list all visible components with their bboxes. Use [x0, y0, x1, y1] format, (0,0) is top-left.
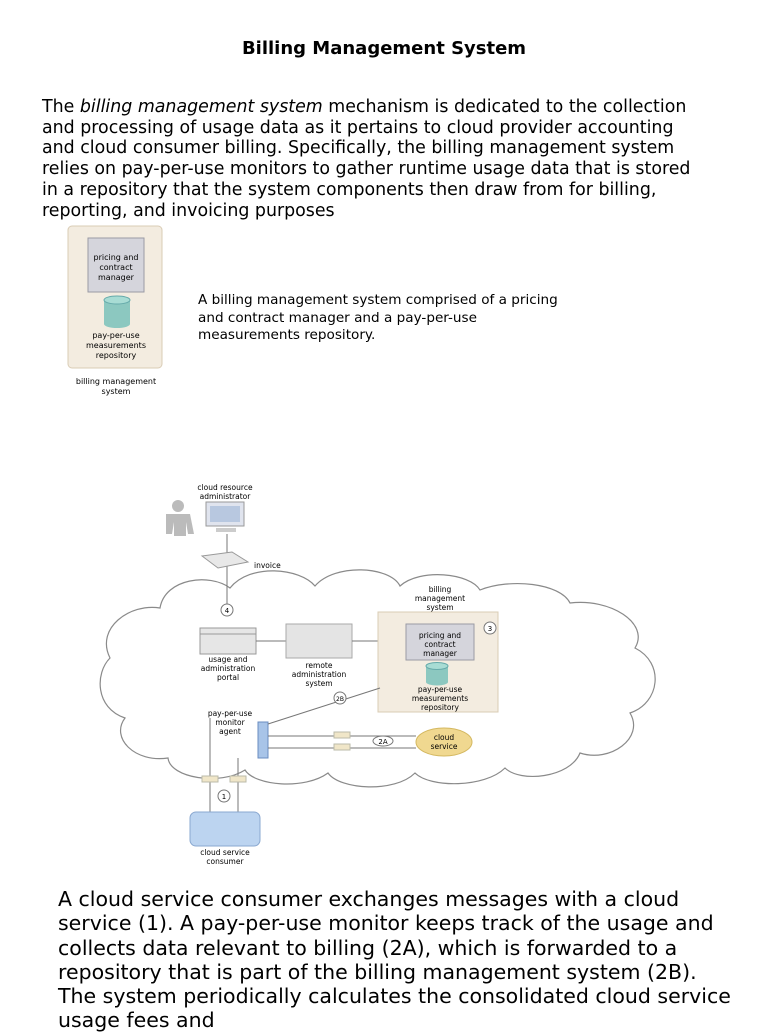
step-2b-label: 2B — [336, 696, 344, 703]
pricing-contract-box — [87, 237, 145, 293]
message-icon — [229, 775, 247, 783]
step-1-marker — [217, 789, 231, 803]
invoice-label: invoice — [254, 561, 281, 570]
step-2b-marker — [333, 691, 347, 705]
repository-cylinder-icon — [103, 295, 131, 328]
invoice-icon — [200, 551, 250, 569]
intro-body: mechanism is dedicated to the collection… — [42, 97, 691, 221]
step-3-marker — [483, 621, 497, 635]
step-2a-marker — [372, 735, 394, 747]
administrator-person-icon — [166, 500, 194, 536]
intro-emphasis: billing management system — [79, 97, 323, 117]
cloud-service-node — [415, 727, 473, 757]
remote-system-box — [285, 623, 353, 659]
step-4-label: 4 — [225, 607, 230, 615]
pcm-box — [405, 623, 475, 661]
figure1-caption: A billing management system comprised of… — [198, 292, 558, 343]
computer-monitor-icon — [205, 501, 245, 532]
monitor-agent-bar — [257, 721, 269, 759]
step-3-label: 3 — [488, 625, 492, 633]
message-icon — [333, 731, 351, 739]
step-4-marker — [220, 603, 234, 617]
page-title: Billing Management System — [241, 38, 527, 59]
intro-paragraph: The billing management system mechanism … — [42, 97, 702, 221]
portal-window-icon — [199, 627, 257, 655]
step-2a-label: 2A — [378, 738, 387, 746]
consumer-node — [189, 811, 261, 847]
intro-prefix: The — [42, 97, 80, 117]
step-1-label: 1 — [222, 793, 226, 801]
repository-cylinder-icon — [425, 662, 449, 686]
message-icon — [201, 775, 219, 783]
outro-paragraph: A cloud service consumer exchanges messa… — [58, 887, 731, 1033]
monitor-to-repo-line — [267, 687, 381, 725]
message-icon — [333, 743, 351, 751]
